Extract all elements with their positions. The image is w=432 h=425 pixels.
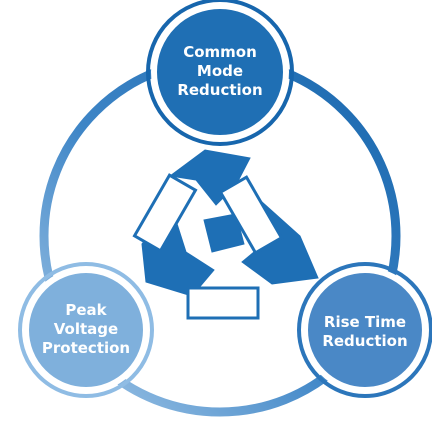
- node-label-top: Common Mode Reduction: [177, 43, 262, 101]
- node-common-mode-reduction: [146, 0, 294, 146]
- node-label-line: Rise Time: [323, 312, 407, 331]
- node-label-line: Common: [183, 43, 257, 62]
- connector-tubes: [132, 173, 284, 320]
- node-label-line: Reduction: [322, 332, 408, 350]
- node-label-right: Rise Time Reduction: [322, 313, 407, 351]
- node-label-line: Peak: [65, 301, 107, 320]
- node-rise-time-reduction: [297, 262, 432, 398]
- node-label-line: Mode: [196, 62, 244, 81]
- node-label-line: Voltage: [53, 320, 119, 339]
- node-label-line: Protection: [41, 339, 131, 358]
- node-label-line: Reduction: [177, 81, 263, 100]
- node-peak-voltage-protection: [18, 262, 154, 398]
- node-label-left: Peak Voltage Protection: [42, 301, 130, 359]
